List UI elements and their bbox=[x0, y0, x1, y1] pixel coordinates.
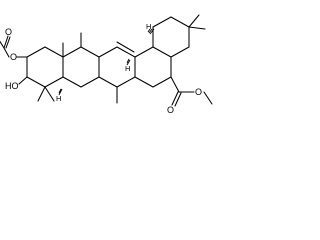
h-stereo-left-label: H bbox=[56, 94, 61, 103]
acetate-ester-oxygen-label: O bbox=[10, 52, 17, 62]
hashed-wedge-bonds bbox=[58, 28, 155, 96]
carbonyl-oxygen-label: O bbox=[167, 105, 174, 115]
hydroxyl-label: HO bbox=[5, 81, 19, 91]
acetate-carbonyl-oxygen-label: O bbox=[5, 27, 12, 37]
skeletal-bonds bbox=[0, 14, 213, 107]
ester-oxygen-label: O bbox=[195, 87, 202, 97]
h-stereo-top-label: H bbox=[146, 22, 151, 31]
molecule-structure-diagram: O O O O HO H H H bbox=[0, 14, 213, 115]
h-stereo-mid-label: H bbox=[125, 64, 130, 73]
